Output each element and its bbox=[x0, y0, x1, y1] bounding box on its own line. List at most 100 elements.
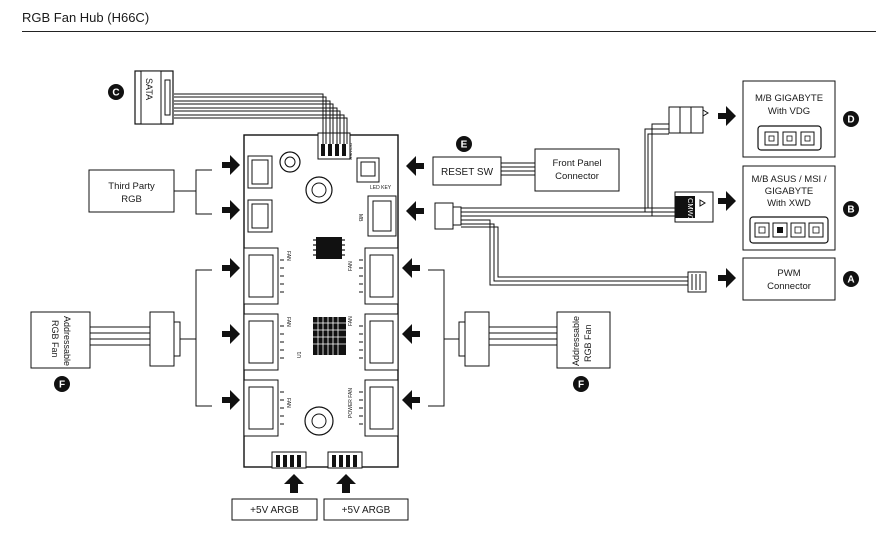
third-party-rgb-label-1: Third Party bbox=[108, 181, 155, 192]
arrow-right-fan-3 bbox=[402, 390, 420, 410]
pwm-connector-box bbox=[742, 257, 836, 301]
addressable-fan-right-box bbox=[556, 311, 611, 369]
pcb-label-fan-l1: FAN bbox=[285, 251, 291, 261]
led-key-header bbox=[356, 157, 380, 183]
right-fan-bracket bbox=[428, 269, 460, 407]
fan-header-left-1 bbox=[243, 247, 279, 305]
third-party-rgb-box bbox=[88, 169, 175, 213]
argb-label-box-2 bbox=[323, 498, 409, 521]
pcb-label-fan-r2: FAN bbox=[348, 316, 354, 326]
mb-cable-plug bbox=[434, 202, 454, 230]
marker-e-letter: E bbox=[461, 140, 468, 151]
page-title: RGB Fan Hub (H66C) bbox=[22, 10, 150, 25]
sata-connector bbox=[134, 70, 174, 125]
pwm-connector-label-2: Connector bbox=[767, 281, 811, 292]
pcb-label-fan-l2: FAN bbox=[285, 317, 291, 327]
marker-a-badge bbox=[843, 271, 859, 287]
front-panel-label-2: Connector bbox=[555, 171, 599, 182]
sata-cable-wires bbox=[174, 93, 348, 144]
mount-hole-bottom bbox=[304, 406, 334, 436]
argb-header-bottom-1 bbox=[271, 451, 307, 469]
marker-c-letter: C bbox=[112, 88, 119, 99]
front-panel-box bbox=[534, 148, 620, 192]
fan-header-right-1 bbox=[364, 247, 399, 305]
arrow-right-fan-1 bbox=[402, 258, 420, 278]
mb-gigabyte-vdg-label-2: With VDG bbox=[768, 106, 810, 117]
ic-chip-top bbox=[313, 237, 345, 259]
pcb-label-fan-r1: FAN bbox=[348, 261, 354, 271]
pcb-label-u1: U1 bbox=[297, 351, 303, 358]
addressable-fan-left-label-1: Addressable bbox=[62, 316, 72, 366]
marker-b-letter: B bbox=[847, 205, 854, 216]
marker-d-letter: D bbox=[847, 115, 854, 126]
marker-f-left-badge bbox=[54, 376, 70, 392]
mount-hole-top bbox=[279, 151, 301, 173]
cmwx-plug bbox=[674, 191, 714, 223]
argb-label-box-1 bbox=[231, 498, 318, 521]
pcb-label-mb: MB bbox=[357, 214, 363, 222]
marker-a-letter: A bbox=[847, 275, 854, 286]
ic-chip-u1 bbox=[313, 317, 346, 355]
arrow-xwd bbox=[718, 191, 736, 211]
arrow-third-party-2 bbox=[222, 200, 240, 220]
addressable-fan-left-plug bbox=[149, 311, 175, 367]
pcb-label-power-fan: POWER FAN bbox=[348, 388, 354, 418]
fan-header-left-2 bbox=[243, 313, 279, 371]
arrow-left-fan-1 bbox=[222, 258, 240, 278]
fan-header-right-2 bbox=[364, 313, 399, 371]
mb-header bbox=[367, 195, 397, 237]
addressable-fan-right-cable bbox=[489, 326, 558, 346]
arrow-third-party-1 bbox=[222, 155, 240, 175]
addressable-fan-left-cable bbox=[90, 326, 150, 346]
arrow-led-key bbox=[406, 156, 424, 176]
arrow-right-fan-2 bbox=[402, 324, 420, 344]
pcb-label-fan-l3: FAN bbox=[285, 398, 291, 408]
addressable-fan-right-plug bbox=[464, 311, 490, 367]
mb-xwd-label-2: GIGABYTE bbox=[765, 186, 814, 197]
arrow-up-argb-1 bbox=[284, 474, 304, 493]
left-header-2 bbox=[247, 199, 273, 233]
marker-f-left-letter: F bbox=[59, 380, 65, 391]
vdg-plug bbox=[668, 106, 704, 134]
pwm-connector-label-1: PWM bbox=[777, 268, 800, 279]
pcb-label-led-key: LED KEY bbox=[370, 185, 392, 191]
marker-c-badge bbox=[108, 84, 124, 100]
arrow-left-fan-2 bbox=[222, 324, 240, 344]
mb-xwd-label-3: With XWD bbox=[767, 198, 811, 209]
pwm-plug bbox=[687, 271, 707, 293]
marker-e-badge bbox=[456, 136, 472, 152]
marker-b-badge bbox=[843, 201, 859, 217]
arrow-up-argb-2 bbox=[336, 474, 356, 493]
front-panel-label-1: Front Panel bbox=[552, 158, 601, 169]
argb-header-bottom-2 bbox=[327, 451, 363, 469]
sata-label: SATA bbox=[144, 78, 154, 100]
addressable-fan-left-box bbox=[30, 311, 91, 369]
arrow-pwm bbox=[718, 268, 736, 288]
addressable-fan-right-label-2: RGB Fan bbox=[583, 324, 593, 362]
fan-header-left-3 bbox=[243, 379, 279, 437]
arrow-left-fan-3 bbox=[222, 390, 240, 410]
third-party-rgb-label-2: RGB bbox=[121, 194, 142, 205]
reset-sw-label: RESET SW bbox=[441, 167, 494, 178]
mb-cable-wires bbox=[461, 123, 688, 286]
argb-label-2: +5V ARGB bbox=[342, 505, 391, 516]
xwd-pin-header bbox=[749, 216, 829, 244]
marker-d-badge bbox=[843, 111, 859, 127]
addressable-fan-right-label-1: Addressable bbox=[571, 316, 581, 366]
fan-header-right-3 bbox=[364, 379, 399, 437]
argb-label-1: +5V ARGB bbox=[250, 505, 299, 516]
mount-hole-mid bbox=[305, 176, 333, 204]
marker-f-right-badge bbox=[573, 376, 589, 392]
arrow-mb bbox=[406, 201, 424, 221]
title-rule bbox=[22, 31, 876, 32]
vdg-pin-header bbox=[757, 125, 822, 151]
cmwx-label: CMWX bbox=[686, 198, 695, 222]
third-party-rgb-bracket bbox=[174, 169, 212, 215]
left-header-1 bbox=[247, 155, 273, 189]
left-fan-bracket bbox=[180, 269, 212, 407]
mb-gigabyte-vdg-label-1: M/B GIGABYTE bbox=[755, 93, 823, 104]
addressable-fan-left-label-2: RGB Fan bbox=[50, 320, 60, 358]
marker-f-right-letter: F bbox=[578, 380, 584, 391]
arrow-vdg bbox=[718, 106, 736, 126]
